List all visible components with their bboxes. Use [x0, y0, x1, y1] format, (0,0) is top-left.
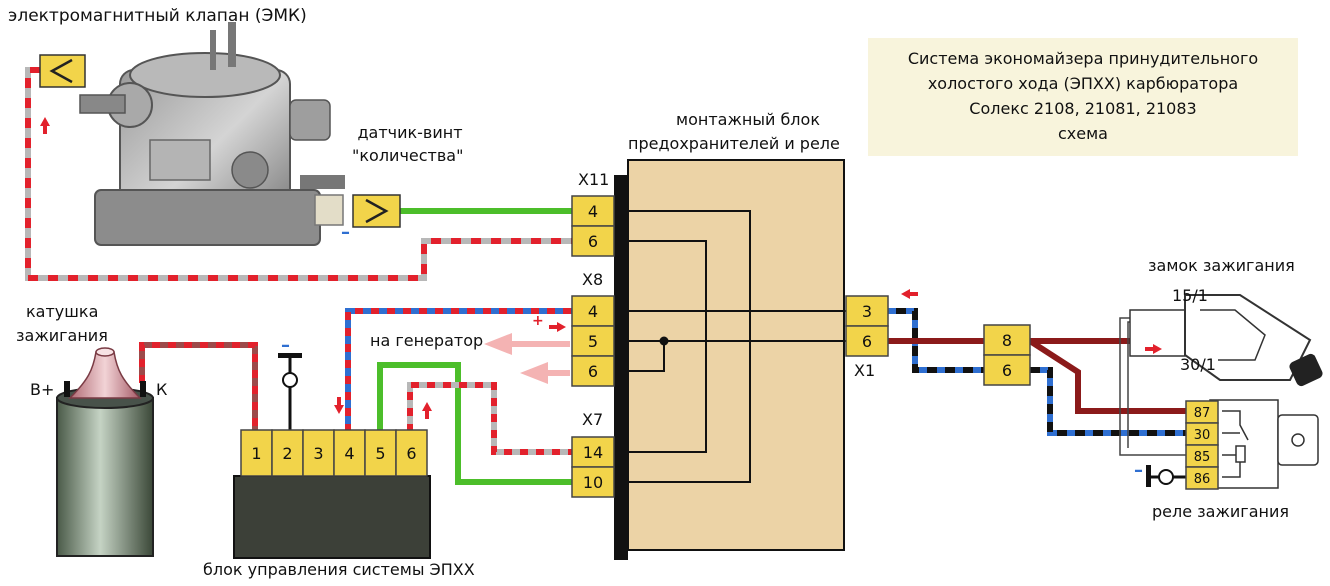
coil-label-line2: зажигания	[16, 326, 108, 345]
pin-x8-4	[571, 295, 615, 327]
pin-label-x8-4: 4	[588, 302, 598, 321]
pin-label-x1-3: 3	[862, 302, 872, 321]
ground-relay-86	[1146, 465, 1188, 487]
pin-x1-3	[845, 295, 889, 327]
pin-label-relay-30: 30	[1194, 428, 1211, 443]
pin-x7-14	[571, 436, 615, 468]
pin-ecu-5	[364, 429, 397, 477]
x7-label: X7	[582, 410, 604, 429]
title-line4: схема	[1058, 124, 1108, 143]
pin-label-ecu-4: 4	[344, 444, 354, 463]
title-line1: Система экономайзера принудительного	[907, 49, 1259, 68]
carburetor-illustration	[79, 22, 345, 246]
x8-label: X8	[582, 270, 604, 289]
pin-x1-6	[845, 325, 889, 357]
wire-ecu6	[407, 382, 572, 455]
sensor-label-line1: датчик-винт	[357, 123, 463, 142]
pin-ecu-3	[302, 429, 335, 477]
emk-label: электромагнитный клапан (ЭМК)	[8, 6, 307, 26]
wire-emk	[25, 67, 572, 281]
emk-symbol	[39, 54, 86, 88]
generator-label: на генератор	[370, 331, 484, 350]
pin-label-ecu-5: 5	[375, 444, 385, 463]
pin-x11-4	[571, 195, 615, 227]
pin-x8-5	[571, 325, 615, 357]
pin-label-ecu-6: 6	[406, 444, 416, 463]
wire-lock-blue	[1030, 367, 1188, 436]
pin-lock-conn-6	[983, 354, 1031, 386]
pin-lock-conn-8	[983, 324, 1031, 356]
pin-ecu-6	[395, 429, 428, 477]
pin-label-x8-5: 5	[588, 332, 598, 351]
ignition-relay-label: реле зажигания	[1152, 502, 1289, 521]
pin-label-x11-4: 4	[588, 202, 598, 221]
title-box: Система экономайзера принудительного хол…	[868, 38, 1298, 156]
pin-ecu-2	[271, 429, 304, 477]
coil-bplus-label: В+	[30, 380, 55, 399]
ignition-lock-label: замок зажигания	[1148, 256, 1295, 275]
pin-label-x7-10: 10	[583, 473, 603, 492]
pin-label-x11-6: 6	[588, 232, 598, 251]
lock-terminal-15-1: 15/1	[1172, 286, 1208, 305]
lock-terminal-30-1: 30/1	[1180, 355, 1216, 374]
pin-x11-6	[571, 225, 615, 257]
mount-block-label-line2: предохранителей и реле	[628, 134, 840, 153]
pin-label-relay-85: 85	[1194, 450, 1211, 465]
title-line2: холостого хода (ЭПХХ) карбюратора	[927, 74, 1239, 93]
sensor-symbol	[352, 194, 401, 228]
pin-label-x7-14: 14	[583, 443, 603, 462]
pin-relay-86	[1185, 466, 1219, 490]
mounting-block	[614, 159, 846, 560]
ignition-relay	[1209, 399, 1319, 489]
ignition-lock	[1129, 294, 1323, 387]
relay-ground-minus-sign: –	[1134, 460, 1143, 481]
pin-label-x1-6: 6	[862, 332, 872, 351]
ignition-coil	[56, 347, 154, 557]
generator-arrows	[484, 333, 570, 384]
ecu-body	[233, 475, 431, 559]
wire-x8-4	[345, 308, 572, 432]
pin-label-relay-86: 86	[1194, 472, 1211, 487]
coil-label-line1: катушка	[26, 302, 99, 321]
wire-coil-k	[139, 342, 258, 432]
sensor-label-line2: "количества"	[352, 146, 464, 165]
title-line3: Солекс 2108, 21081, 21083	[969, 99, 1197, 118]
pin-label-lock-conn-8: 8	[1002, 331, 1012, 350]
coil-k-label: К	[156, 380, 168, 399]
ground-ecu-pin2	[278, 353, 302, 432]
x11-label: X11	[578, 170, 610, 189]
x1-label: X1	[854, 361, 876, 380]
ecu-label: блок управления системы ЭПХХ	[203, 560, 475, 579]
ecu-ground-minus-sign: –	[281, 335, 290, 356]
flow-arrows	[40, 117, 1162, 419]
pin-x7-10	[571, 466, 615, 498]
pin-label-ecu-1: 1	[251, 444, 261, 463]
plus-sign: +	[532, 313, 544, 329]
pin-label-ecu-2: 2	[282, 444, 292, 463]
pin-label-ecu-3: 3	[313, 444, 323, 463]
sensor-minus-sign: –	[341, 222, 350, 243]
pin-label-lock-conn-6: 6	[1002, 361, 1012, 380]
wire-ecu5-green	[377, 362, 572, 485]
pin-x8-6	[571, 355, 615, 387]
mount-block-label-line1: монтажный блок	[676, 110, 820, 129]
pin-label-relay-87: 87	[1194, 406, 1211, 421]
pin-label-x8-6: 6	[588, 362, 598, 381]
